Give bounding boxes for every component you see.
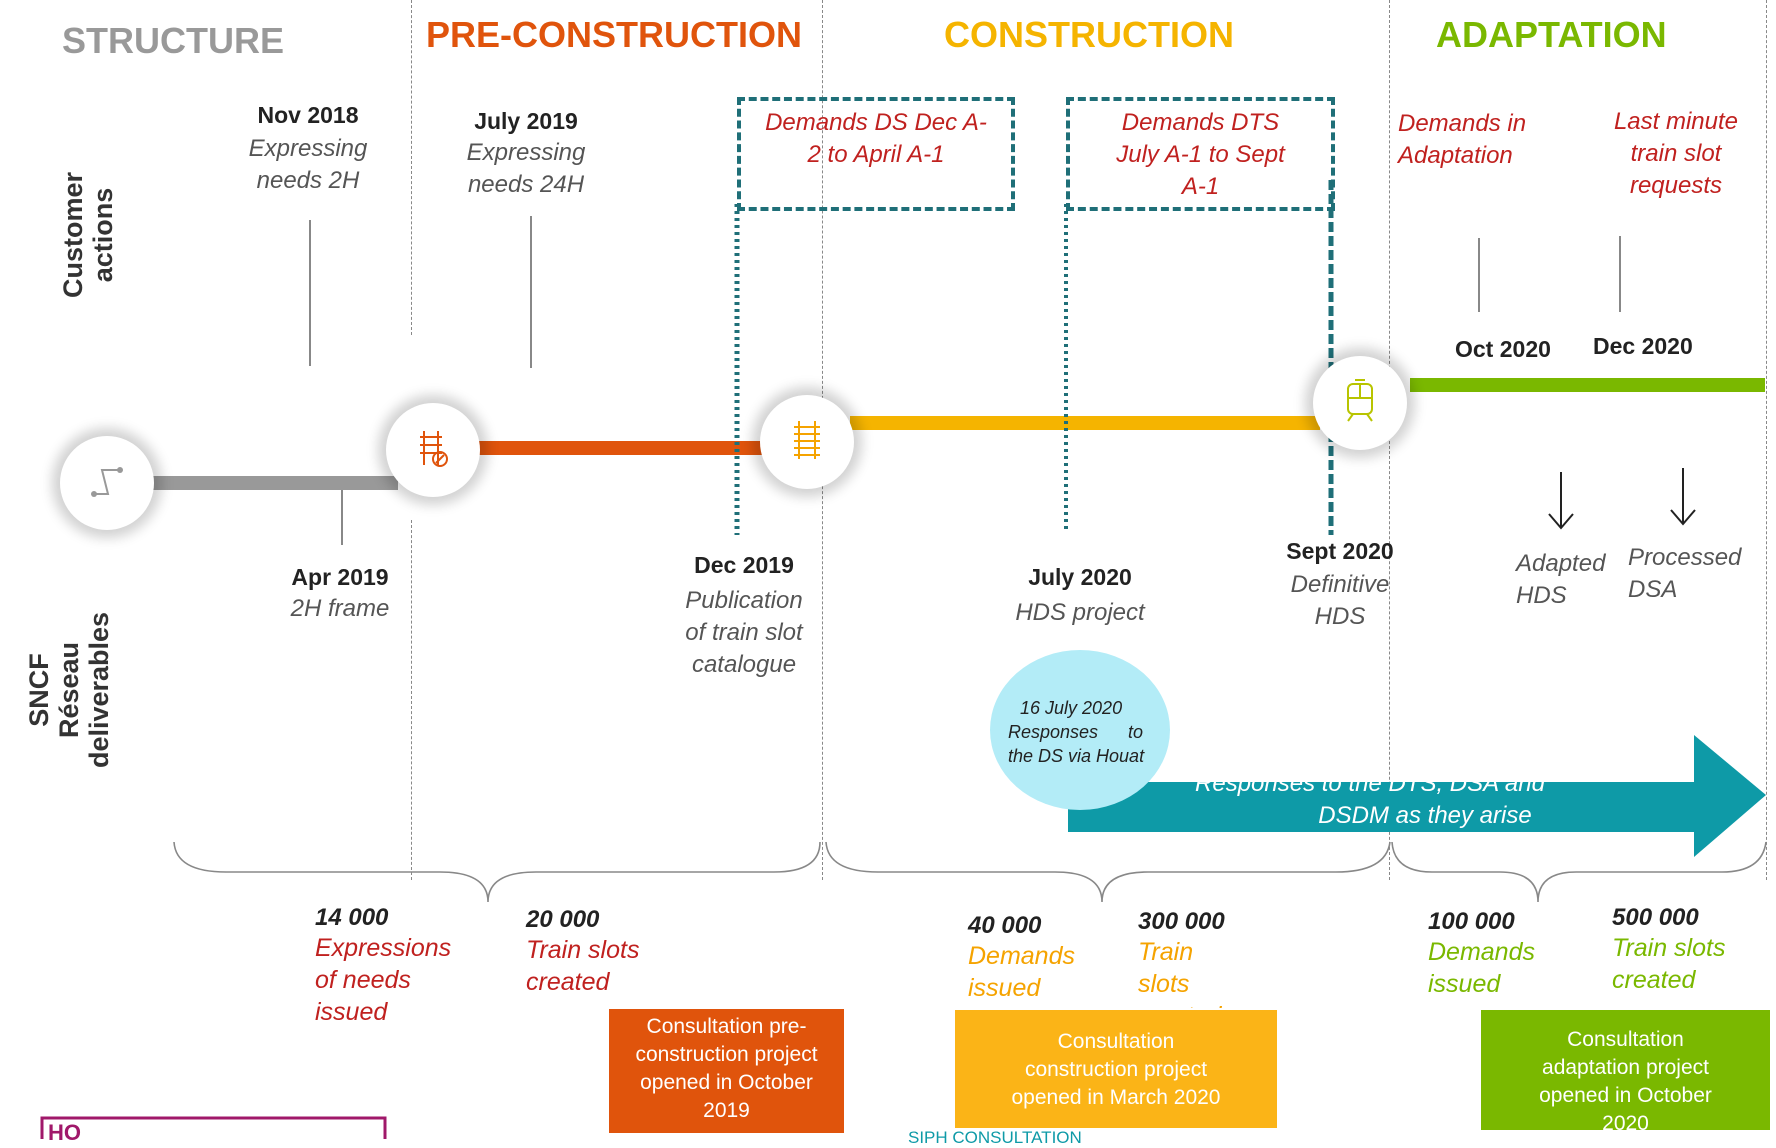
dec2019-label: Dec 2019 Publication of train slot catal… [685, 552, 803, 678]
stat-demands-construction: 40 000 Demands issued [968, 912, 1075, 1002]
phase-preconstruction: PRE-CONSTRUCTION [426, 14, 802, 55]
oct2020-label: Oct 2020 [1455, 336, 1551, 362]
apr2019-label: Apr 2019 2H frame [270, 564, 410, 625]
dec2020-label: Dec 2020 [1593, 333, 1693, 359]
divider-1b [411, 520, 412, 880]
stat-demands-adaptation: 100 000 Demands issued [1428, 908, 1535, 998]
stat-expressions: 14 000 Expressions of needs issued [315, 904, 452, 1026]
train-icon [1335, 376, 1385, 431]
stat-train-slots-adaptation: 500 000 Train slots created [1612, 904, 1726, 994]
stat-train-slots-construction: 300 000 Train slots created [1138, 908, 1225, 1008]
consultation-preconstruction: Consultation pre- construction project o… [609, 1009, 844, 1133]
adapted-hds-label: Adapted HDS [1516, 550, 1606, 609]
consultation-construction: Consultation construction project opened… [955, 1010, 1277, 1128]
sep2020-label: Sept 2020 Definitive HDS [1286, 538, 1394, 630]
last-minute-label: Last minute train slot requests [1613, 108, 1739, 199]
phase-structure: STRUCTURE [62, 20, 284, 61]
route-icon [82, 456, 132, 511]
phase-construction: CONSTRUCTION [944, 14, 1234, 55]
nov2018-label: Nov 2018 Expressing needs 2H [248, 102, 368, 194]
stat-train-slots-pre: 20 000 Train slots created [526, 906, 640, 996]
divider-4 [1766, 0, 1767, 880]
jul2020-label: July 2020 HDS project [1015, 564, 1145, 626]
demands-dts-box: Demands DTS July A-1 to Sept A-1 [1066, 97, 1335, 211]
processed-dsa-label: Processed DSA [1628, 544, 1742, 603]
divider-3 [1389, 0, 1390, 880]
demands-adaptation-label: Demands in Adaptation [1398, 110, 1527, 169]
responses-ds-bubble: 16 July 2020 Responses to the DS via Hou… [990, 650, 1170, 810]
construction-milestone [760, 395, 854, 489]
preconstruction-milestone [386, 403, 480, 497]
footer-text: SIPH CONSULTATION [908, 1128, 1082, 1147]
responses-arrow-label: Responses to the DTS, DSA and DSDM as th… [1195, 770, 1545, 829]
structure-milestone [60, 436, 154, 530]
divider-1 [411, 0, 412, 335]
track-wrench-icon [408, 423, 458, 478]
consultation-adaptation: Consultation adaptation project opened i… [1481, 1010, 1770, 1130]
rail-track-icon [782, 415, 832, 470]
logo-text: HO [48, 1120, 81, 1145]
adaptation-milestone [1313, 356, 1407, 450]
phase-adaptation: ADAPTATION [1436, 14, 1667, 55]
demands-ds-box: Demands DS Dec A- 2 to April A-1 [737, 97, 1015, 211]
jul2019-label: July 2019 Expressing needs 24H [466, 108, 586, 198]
